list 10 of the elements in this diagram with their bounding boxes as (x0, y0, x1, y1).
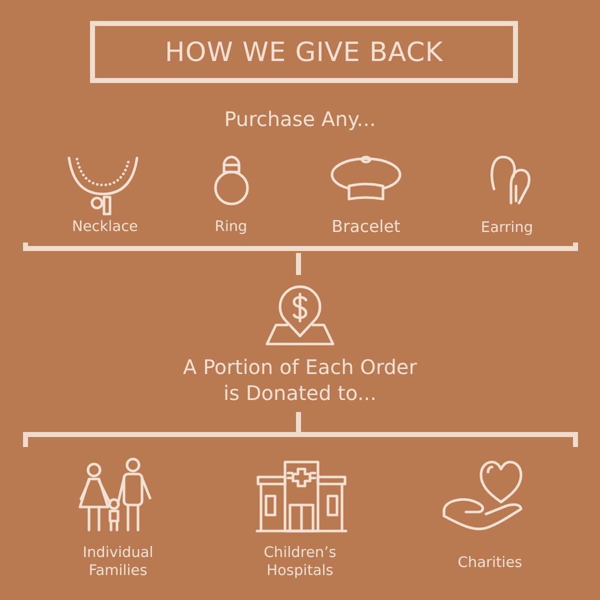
recipient-label: Individual Families (82, 545, 154, 580)
item-label: Ring (214, 219, 248, 237)
recipient-label: Charities (458, 555, 522, 573)
recipient-label: Children’s Hospitals (262, 545, 338, 580)
section-heading: Purchase Any... (224, 107, 376, 132)
item-label: Earring (480, 220, 534, 238)
section-heading: A Portion of Each Order is Donated to... (182, 354, 418, 406)
title-banner: HOW WE GIVE BACK (90, 21, 518, 83)
item-label: Necklace (72, 219, 138, 237)
item-label: Bracelet (332, 217, 400, 238)
